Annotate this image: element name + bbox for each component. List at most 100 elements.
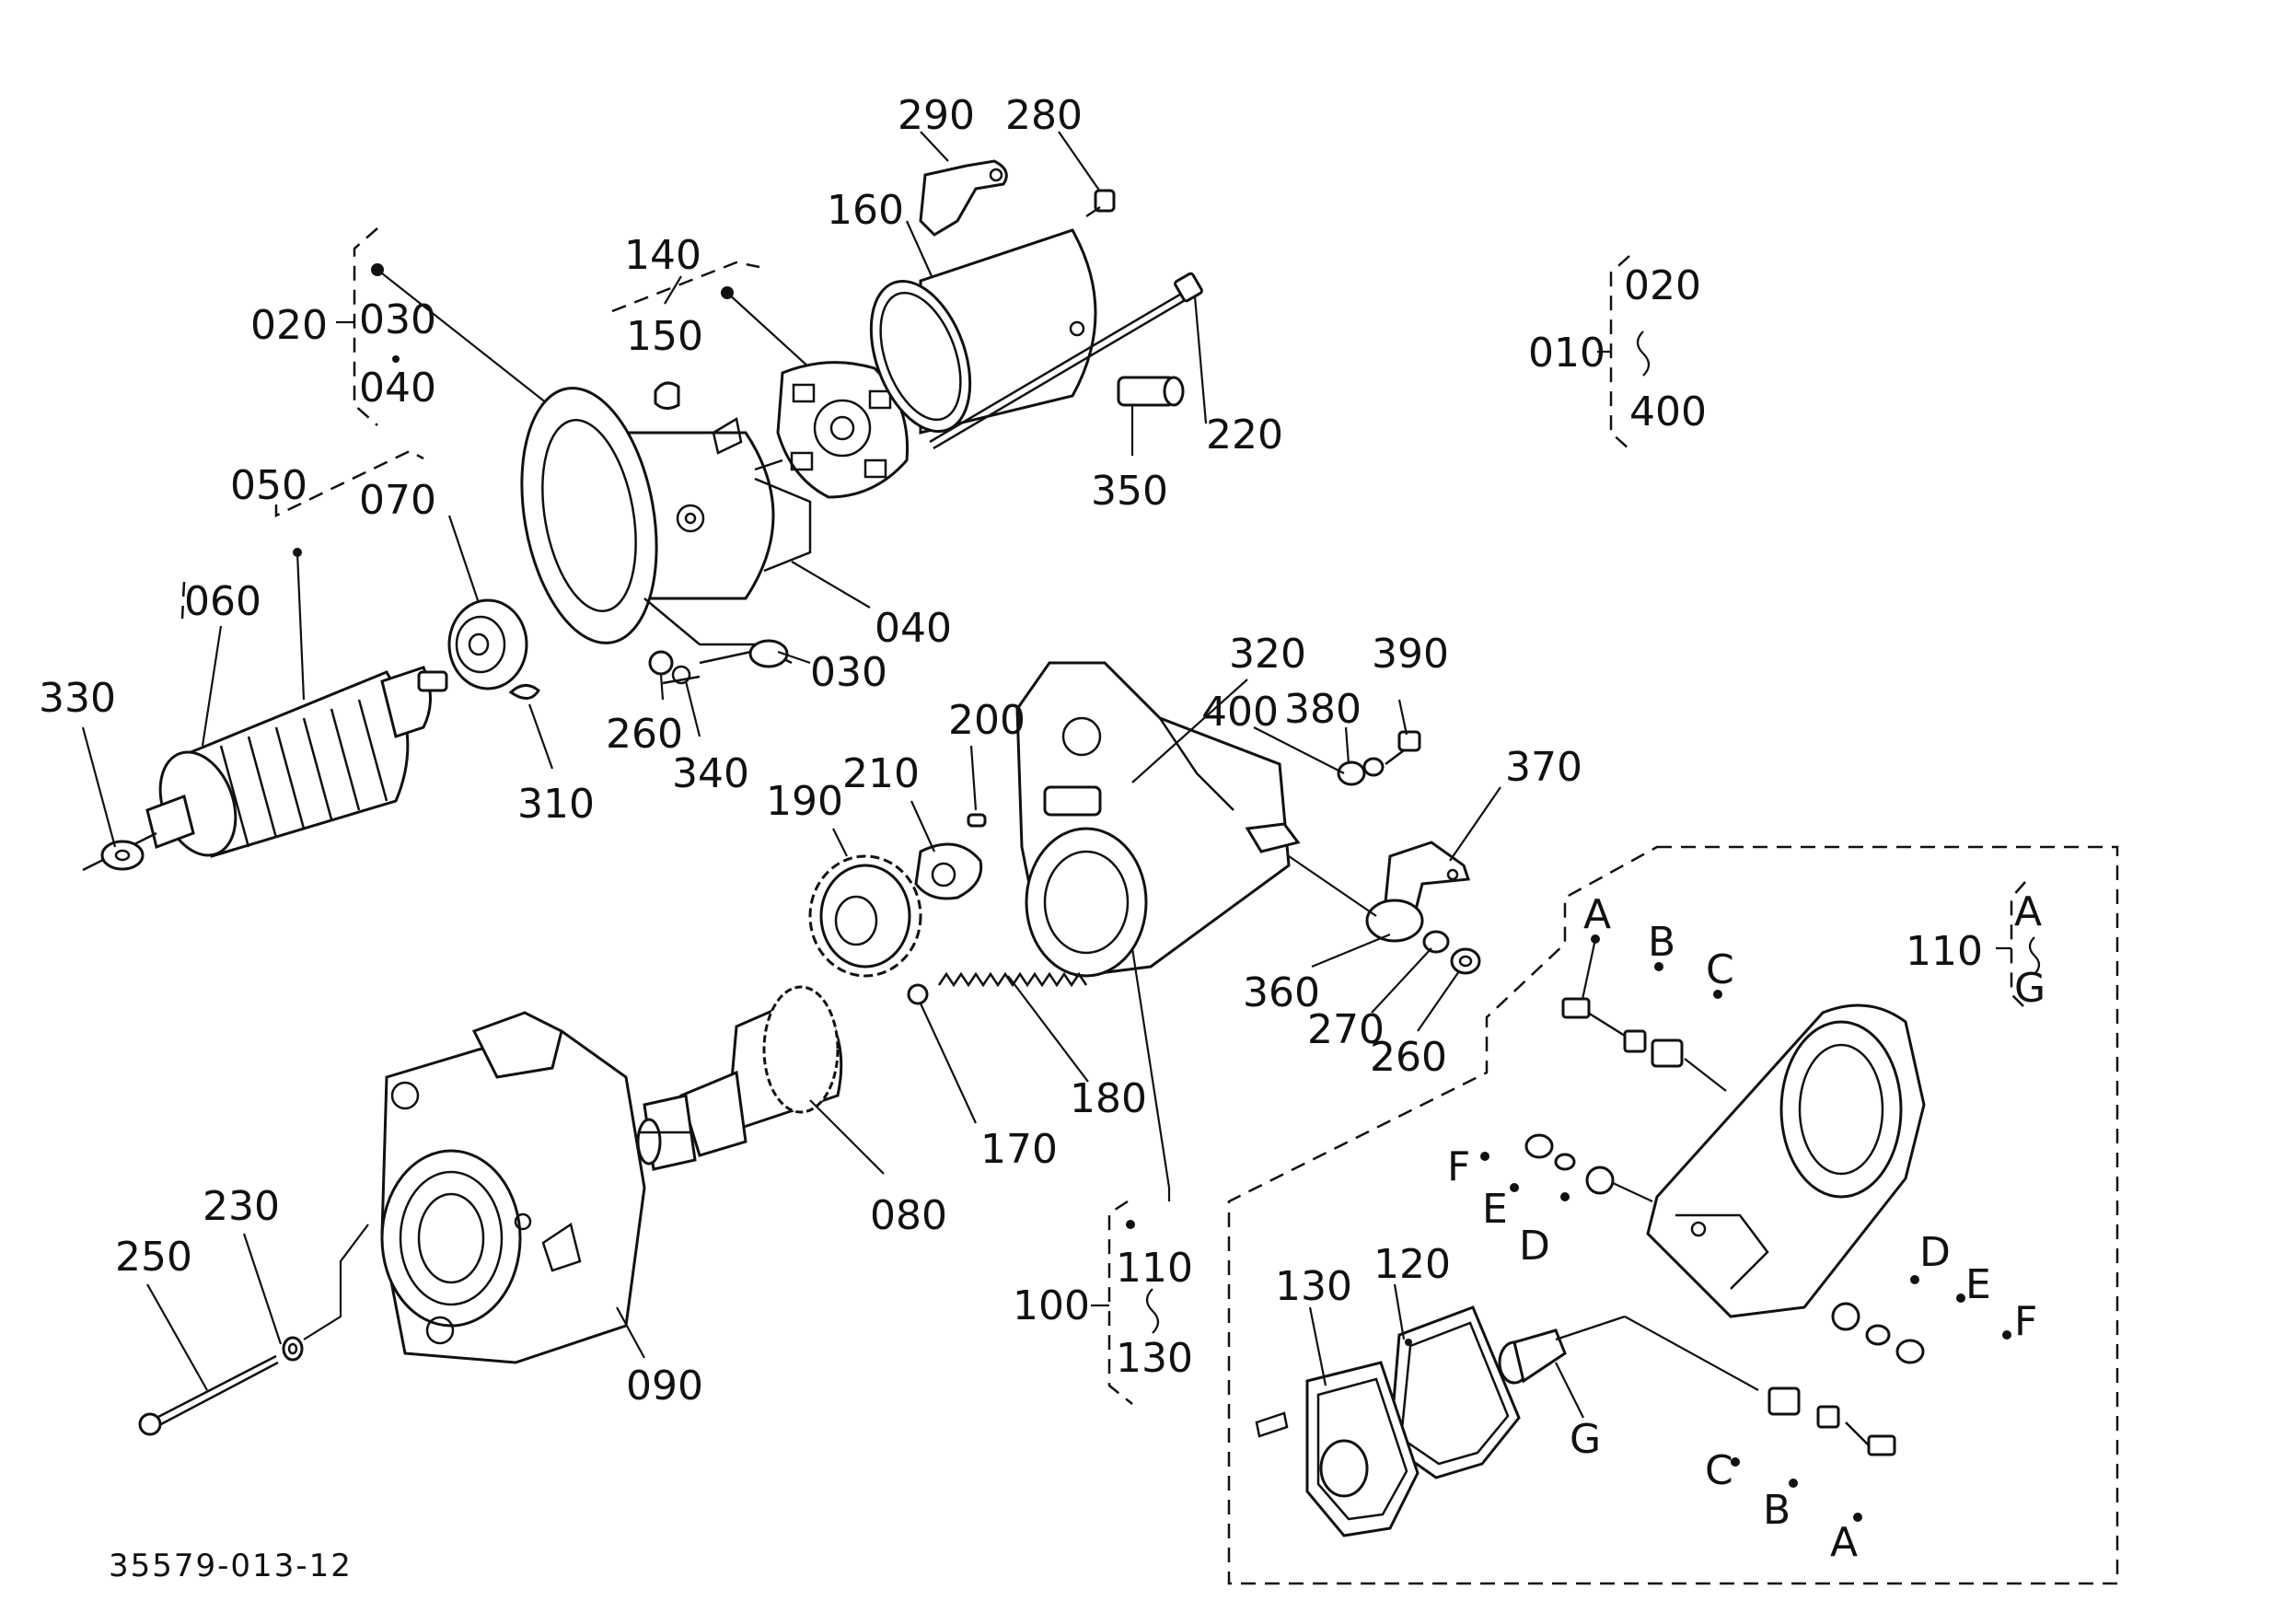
label-020-a: 020: [250, 302, 328, 349]
label-370: 370: [1505, 744, 1582, 791]
nut-260-top: [648, 650, 691, 685]
brush-spring-150: [654, 381, 680, 410]
washer-270: [1422, 930, 1450, 954]
label-A-lower: A: [1830, 1519, 1858, 1566]
label-070: 070: [359, 477, 436, 524]
label-040-b: 040: [875, 605, 952, 652]
spring-180: [937, 971, 1088, 988]
armature-060: [82, 548, 448, 872]
label-310: 310: [517, 781, 595, 828]
label-400-a: 400: [1629, 389, 1707, 435]
washer-e-right: [1865, 1293, 1965, 1346]
label-150: 150: [626, 313, 703, 360]
magnetic-switch-dashed-box: [1227, 845, 2119, 1585]
bearing-070: [447, 598, 528, 690]
label-080: 080: [870, 1192, 947, 1239]
label-030-b: 030: [810, 649, 887, 696]
bolt-390: [1385, 730, 1421, 765]
bracket-010-group: [1597, 255, 1651, 450]
washer-e-left: [1510, 1153, 1576, 1192]
label-A-upper: A: [1583, 891, 1611, 938]
front-bracket-090: [380, 1011, 646, 1364]
screw-280: [1085, 189, 1116, 218]
label-050: 050: [230, 462, 307, 509]
label-400-b: 400: [1201, 689, 1279, 736]
label-G-group: G: [2014, 965, 2045, 1012]
bracket-020-group: [336, 227, 400, 426]
label-030-a: 030: [359, 296, 436, 343]
label-130-b: 130: [1275, 1263, 1352, 1310]
label-090: 090: [626, 1363, 703, 1409]
label-190: 190: [766, 778, 843, 825]
terminal-bolt-350: [1117, 376, 1185, 456]
nut-d-right: [1831, 1275, 1919, 1331]
overrunning-clutch-080: [636, 985, 843, 1171]
bracket-050-group: [180, 449, 424, 620]
part-labels: 010 020 030 040 020 400 050 060 070 330 …: [39, 92, 2045, 1566]
label-G-lower: G: [1570, 1416, 1601, 1463]
through-bolt-220: [929, 272, 1203, 450]
end-cover-160: [869, 228, 1097, 435]
switch-cover-130: [1255, 1361, 1420, 1537]
bracket-110-group: [1996, 881, 2041, 1014]
label-360: 360: [1243, 969, 1320, 1016]
brush-holder-140: [611, 261, 910, 499]
label-110-a: 110: [1116, 1245, 1193, 1292]
terminal-c-upper: [1651, 990, 1727, 1092]
nut-b-lower: [1789, 1405, 1840, 1488]
label-350: 350: [1091, 468, 1168, 515]
label-230: 230: [203, 1183, 280, 1230]
plunger-g: [1498, 1315, 1626, 1419]
clip-310: [508, 684, 540, 700]
gear-190: [808, 854, 922, 978]
washer-230: [282, 1336, 304, 1362]
field-yoke-assembly: [371, 263, 812, 646]
bolt-a-lower: [1845, 1421, 1896, 1522]
nut-260-bottom: [1450, 947, 1481, 975]
lead-wire-030: [662, 639, 793, 685]
label-200: 200: [948, 697, 1026, 744]
nut-d-left: [1560, 1166, 1653, 1202]
bracket-100-group: [1091, 947, 1171, 1405]
label-380: 380: [1284, 686, 1362, 733]
label-120: 120: [1373, 1241, 1451, 1288]
washer-330: [100, 840, 145, 871]
nut-f-left: [1480, 1133, 1554, 1161]
washer-380: [1337, 757, 1385, 786]
label-010: 010: [1528, 330, 1605, 377]
lever-210: [914, 842, 983, 900]
label-C-lower: C: [1705, 1447, 1733, 1494]
label-260-a: 260: [606, 711, 683, 758]
label-260-b: 260: [1370, 1034, 1447, 1081]
label-320: 320: [1229, 631, 1306, 678]
label-A-group: A: [2014, 888, 2042, 935]
label-340: 340: [672, 750, 749, 797]
drive-housing-320: [1015, 661, 1301, 978]
label-040-a: 040: [359, 365, 436, 412]
label-D-left: D: [1519, 1223, 1550, 1270]
nut-f-right: [1895, 1330, 2011, 1364]
magnetic-switch-body: [1646, 1003, 1926, 1318]
bracket-290: [919, 159, 1008, 237]
label-100: 100: [1013, 1282, 1090, 1329]
label-060: 060: [184, 578, 261, 625]
bolt-a-upper: [1561, 934, 1626, 1038]
label-C-upper: C: [1706, 946, 1734, 993]
label-F-left: F: [1447, 1143, 1470, 1190]
bolt-250: [138, 1354, 279, 1436]
label-220: 220: [1206, 412, 1283, 458]
label-270: 270: [1307, 1006, 1385, 1053]
label-170: 170: [980, 1126, 1058, 1173]
label-D-right: D: [1919, 1229, 1951, 1276]
cam-360: [1288, 855, 1424, 943]
bracket-hole-icon: [989, 168, 1003, 182]
leader-230-to-090: [303, 1224, 369, 1340]
label-390: 390: [1372, 631, 1449, 678]
nut-b-upper: [1623, 962, 1663, 1053]
label-160: 160: [827, 187, 904, 234]
label-250: 250: [115, 1234, 192, 1281]
label-130-a: 130: [1116, 1335, 1193, 1382]
label-F-right: F: [2014, 1298, 2037, 1345]
label-280: 280: [1005, 92, 1083, 139]
